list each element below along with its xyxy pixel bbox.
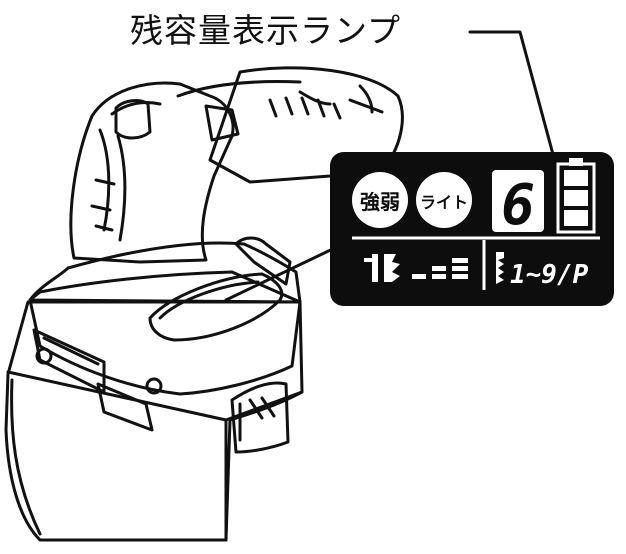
battery-cover	[28, 270, 302, 396]
handle-pad	[114, 99, 152, 140]
battery-cap	[569, 158, 583, 166]
strength-button-label: 強弱	[360, 190, 400, 214]
battery-shell-curve	[10, 378, 42, 536]
level-dash-5	[452, 266, 468, 271]
drill-body-detail	[176, 80, 384, 114]
battery-segment	[564, 170, 588, 186]
level-dash-1	[412, 274, 426, 279]
battery-lower-shell	[6, 370, 304, 542]
trigger-guard	[204, 104, 240, 142]
battery-level-icon	[556, 158, 596, 234]
battery-lamp-callout: 残容量表示ランプ	[130, 11, 402, 50]
release-button	[96, 382, 154, 432]
level-dash-3	[432, 266, 446, 271]
handle-outline	[69, 81, 235, 264]
side-window	[230, 381, 290, 454]
light-button	[416, 172, 472, 228]
battery-segment	[564, 210, 588, 226]
level-dash-6	[452, 258, 468, 263]
drill-bit-icon	[384, 254, 400, 282]
level-dash-2	[432, 274, 446, 279]
button-pad-inner	[158, 280, 260, 320]
speed-digit: 6	[501, 173, 535, 238]
battery-case	[556, 162, 596, 234]
strength-button	[352, 172, 408, 228]
handle-grip-texture	[90, 100, 162, 242]
battery-top-frame	[28, 241, 302, 304]
left-screw	[35, 347, 53, 365]
right-screw	[145, 377, 163, 395]
battery-segment	[564, 190, 588, 206]
drill-mode-icon-a	[364, 258, 372, 262]
button-pad	[148, 272, 284, 342]
screw-mode-icon	[496, 252, 504, 284]
front-panel-slot	[42, 336, 100, 366]
control-panel: 強弱 ライト 6 1~9/P	[330, 152, 614, 306]
mode-range-label: 1~9/P	[510, 260, 589, 290]
mode-icons	[364, 252, 504, 284]
light-button-label: ライト	[420, 193, 468, 212]
drill-vents	[268, 96, 342, 120]
drill-mode-icon-b	[372, 254, 378, 282]
side-window-detail	[238, 396, 276, 442]
callout-leader-line	[468, 30, 570, 212]
battery-latch	[234, 236, 292, 286]
digit-display	[492, 170, 544, 232]
level-dash-4	[452, 274, 468, 279]
